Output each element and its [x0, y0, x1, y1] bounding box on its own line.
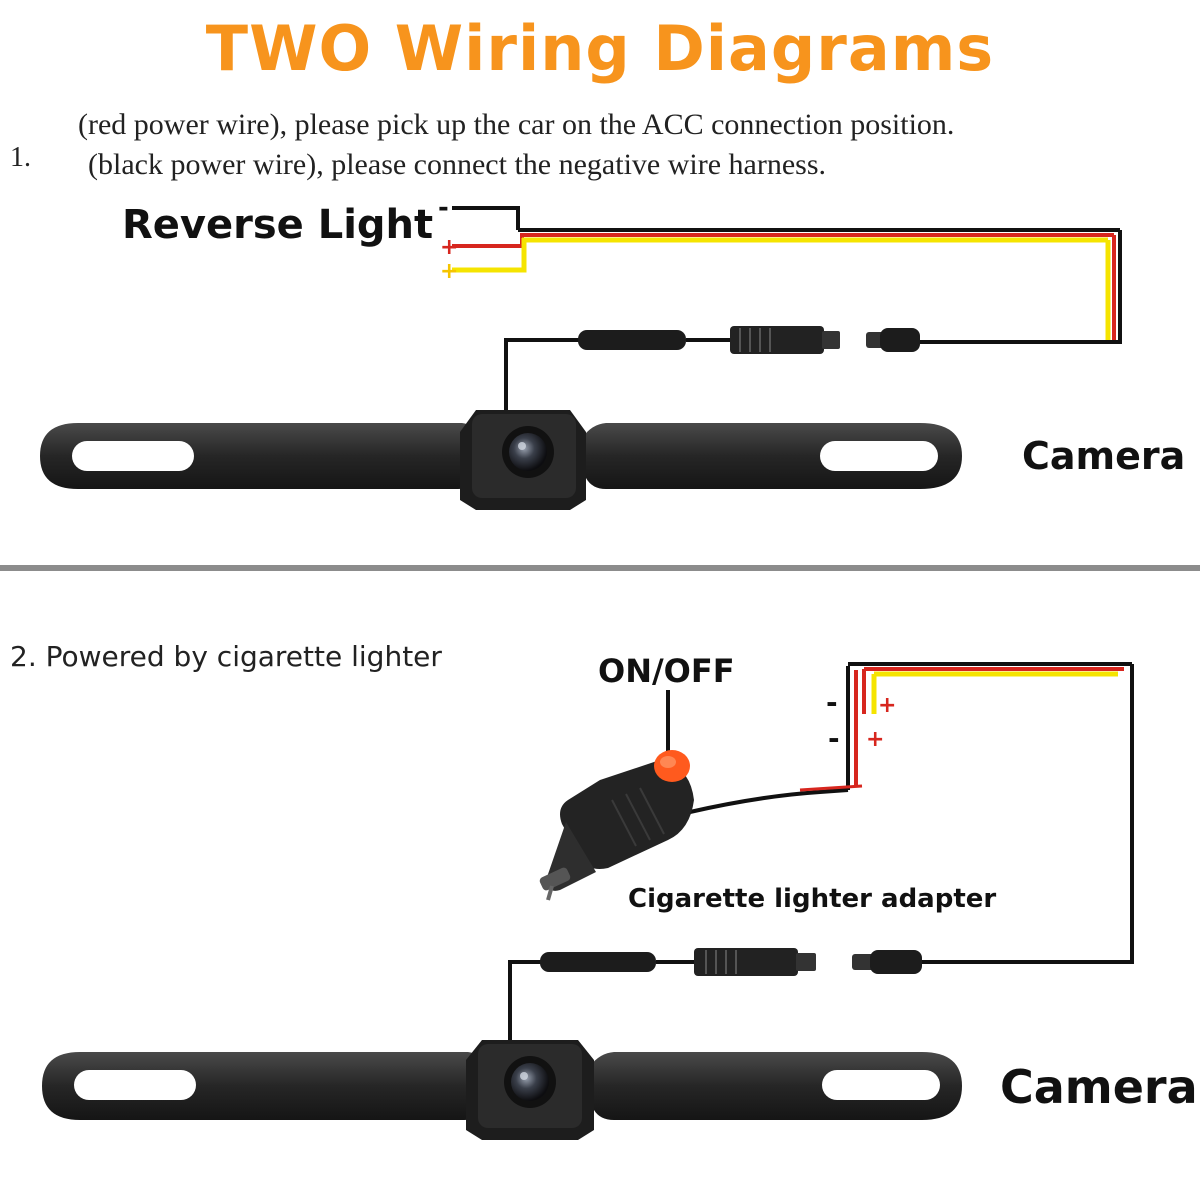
power-harness-1 — [518, 228, 1122, 344]
plus-sign-upper: + — [878, 693, 896, 718]
reverse-light-wires — [452, 206, 527, 273]
adapter-label: Cigarette lighter adapter — [628, 884, 997, 914]
camera-label-2: Camera — [1000, 1060, 1198, 1114]
black-wire-note: (black power wire), please connect the n… — [88, 148, 827, 181]
cigarette-lighter-plug-icon — [539, 750, 694, 901]
adapter-cable — [689, 666, 863, 814]
red-wire-note: (red power wire), please pick up the car… — [78, 108, 955, 141]
plus-sign-red: + — [440, 235, 458, 260]
plus-sign-lower: + — [866, 727, 884, 752]
minus-sign-upper: - — [826, 686, 838, 719]
camera-cable-1 — [504, 326, 920, 410]
diagram-title: TWO Wiring Diagrams — [205, 12, 995, 85]
switch-label: ON/OFF — [598, 652, 735, 690]
minus-sign-lower: - — [828, 722, 840, 755]
power-harness-2 — [848, 662, 1134, 964]
license-plate-camera-icon — [42, 1040, 962, 1140]
reverse-light-label: Reverse Light — [122, 202, 434, 248]
license-plate-camera-icon — [40, 410, 962, 510]
camera-cable-2 — [508, 948, 922, 1040]
camera-label-1: Camera — [1022, 434, 1186, 478]
section-divider — [0, 565, 1200, 571]
minus-sign: - — [438, 193, 449, 223]
plus-sign-yellow: + — [440, 259, 458, 284]
section2-heading: 2. Powered by cigarette lighter — [10, 640, 442, 673]
section1-number: 1. — [10, 142, 31, 173]
